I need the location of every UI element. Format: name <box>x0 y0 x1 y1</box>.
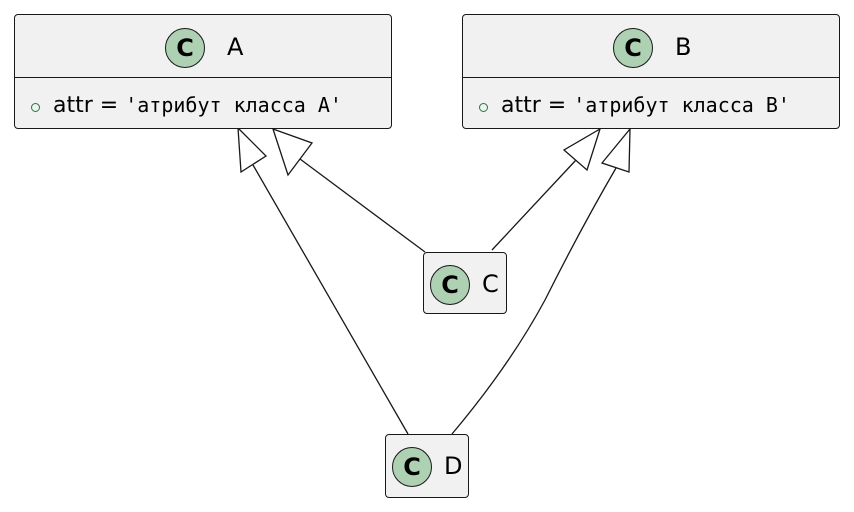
attribute-equals: = <box>99 93 119 118</box>
class-a-attribute: attr = 'атрибут класса A' <box>53 93 342 118</box>
edge-d-to-b-arrowhead <box>600 127 631 173</box>
edge-d-to-a-arrowhead <box>237 126 268 174</box>
edge-d-to-a <box>252 164 409 435</box>
public-visibility-icon <box>31 103 40 112</box>
attribute-name: attr <box>501 93 541 118</box>
edge-d-to-b <box>451 167 617 435</box>
class-d-name: D <box>444 452 463 480</box>
class-b-name: B <box>675 33 692 61</box>
class-b[interactable]: C B attr = 'атрибут класса B' <box>462 14 840 129</box>
edge-c-to-a-arrowhead <box>271 127 314 177</box>
attribute-value: 'атрибут класса A' <box>125 93 342 117</box>
attribute-equals: = <box>547 93 567 118</box>
public-visibility-icon <box>479 103 488 112</box>
class-b-header: C B <box>463 15 839 78</box>
class-d-c-icon: C <box>392 447 432 487</box>
class-d[interactable]: C D <box>385 434 469 498</box>
class-a[interactable]: C A attr = 'атрибут класса A' <box>14 14 392 129</box>
class-b-c-icon: C <box>613 28 653 68</box>
class-a-attributes: attr = 'атрибут класса A' <box>15 78 391 130</box>
attribute-value: 'атрибут класса B' <box>573 93 790 117</box>
class-b-attributes: attr = 'атрибут класса B' <box>463 78 839 130</box>
class-a-c-icon: C <box>165 28 205 68</box>
edge-c-to-b <box>491 159 577 251</box>
edge-c-to-b-arrowhead <box>562 127 602 172</box>
edge-c-to-a <box>299 158 426 253</box>
class-c-name: C <box>482 270 499 298</box>
class-a-name: A <box>227 33 244 61</box>
attribute-name: attr <box>53 93 93 118</box>
class-a-header: C A <box>15 15 391 78</box>
class-c[interactable]: C C <box>423 252 507 314</box>
class-b-attribute: attr = 'атрибут класса B' <box>501 93 790 118</box>
class-c-c-icon: C <box>430 265 470 305</box>
